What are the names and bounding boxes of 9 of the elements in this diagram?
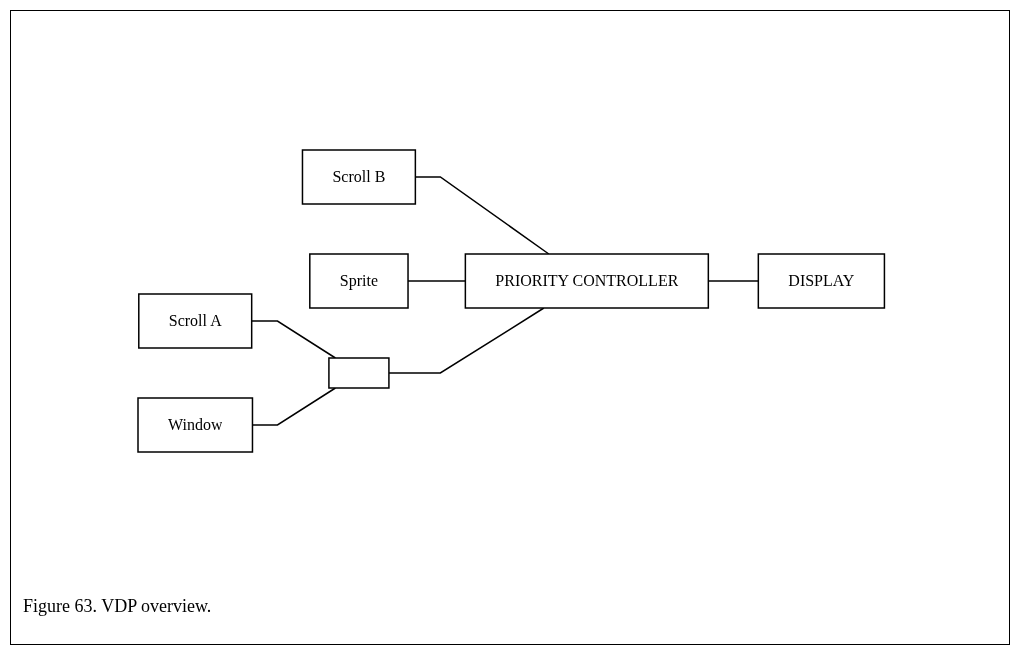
- node-box: Scroll A: [137, 293, 253, 349]
- node-box: [327, 357, 390, 389]
- node-box: DISPLAY: [757, 253, 885, 309]
- node-box: Scroll B: [301, 149, 416, 205]
- node-box: Sprite: [308, 253, 409, 309]
- connector: [407, 280, 466, 282]
- figure-caption: Figure 63. VDP overview.: [23, 596, 212, 617]
- node-box: PRIORITY CONTROLLER: [464, 253, 709, 309]
- node-box: Window: [137, 397, 253, 453]
